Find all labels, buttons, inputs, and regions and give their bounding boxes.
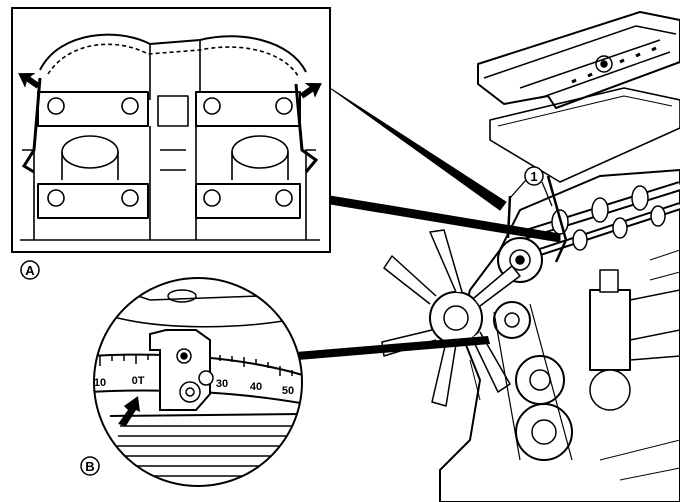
inset-b: 10 0T 30 40 50 xyxy=(93,277,303,487)
pulleys xyxy=(493,301,573,461)
inset-b-detail xyxy=(94,289,302,477)
inset-a-locking-tool-left xyxy=(21,77,42,174)
inset-a-arrow-right xyxy=(299,82,322,99)
inset-a-camshafts xyxy=(20,33,320,241)
inset-a xyxy=(11,7,331,253)
inset-b-arrow xyxy=(118,396,140,426)
scale-tick-50: 50 xyxy=(282,385,294,397)
scale-tick-0t: 0T xyxy=(132,375,145,387)
scale-tick-40: 40 xyxy=(250,381,262,393)
valve-cover xyxy=(477,11,680,109)
cooling-fan xyxy=(381,229,521,407)
inset-a-letter: A xyxy=(25,263,35,278)
cover-gasket xyxy=(489,87,680,183)
scale-tick-30: 30 xyxy=(216,378,228,390)
callout-part-1-label: 1 xyxy=(530,169,537,184)
callout-part-1: 1 xyxy=(509,166,553,207)
inset-a-locking-tool-right xyxy=(294,83,319,173)
inset-b-letter: B xyxy=(85,459,94,474)
timing-scale: 10 0T 30 40 50 xyxy=(94,375,294,397)
scale-tick-10: 10 xyxy=(94,377,106,389)
inset-a-label: A xyxy=(20,260,40,280)
camshaft xyxy=(518,181,680,256)
leader-line-b xyxy=(296,336,490,360)
inset-a-arrow-left xyxy=(18,72,41,89)
leader-lines-a xyxy=(329,87,561,243)
inset-b-label: B xyxy=(80,456,100,476)
engine-main-view xyxy=(381,11,680,502)
injection-pump xyxy=(589,269,680,411)
